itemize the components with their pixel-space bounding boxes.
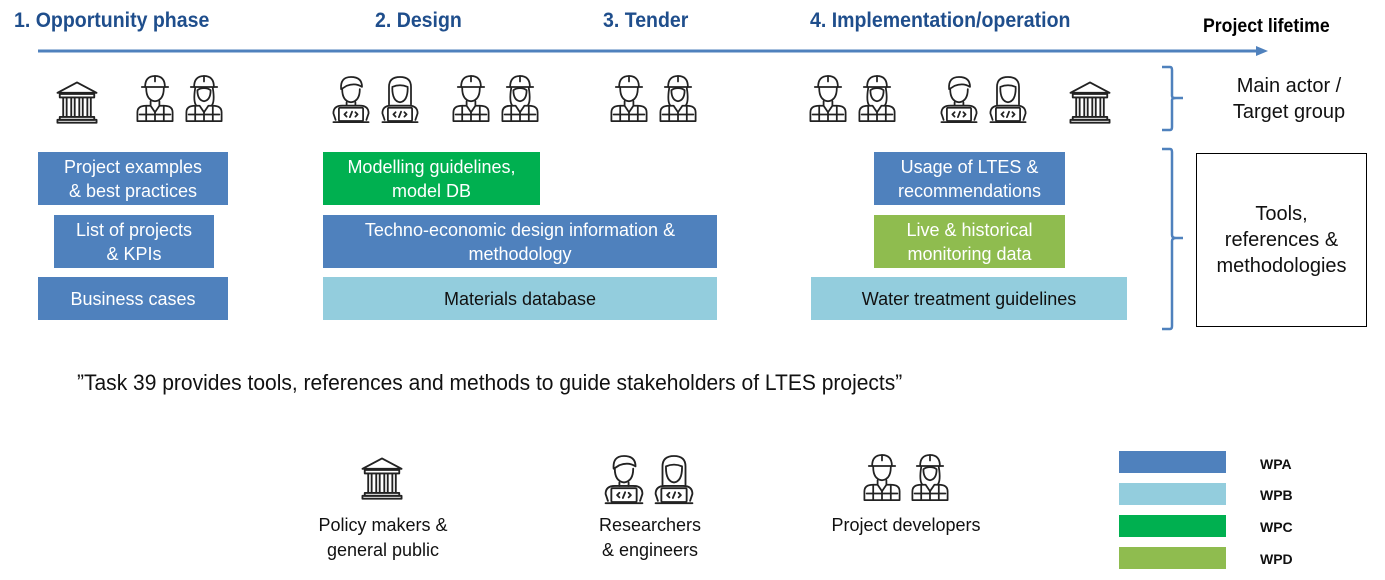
researcher-male-laptop-icon — [329, 72, 373, 126]
main-actor-label: Main actor / Target group — [1208, 73, 1370, 125]
tool-box-project-examples: Project examples& best practices — [38, 152, 228, 205]
construction-worker-male-icon — [449, 72, 493, 124]
construction-worker-female-icon — [855, 72, 899, 124]
tool-box-list-of-projects: List of projects& KPIs — [54, 215, 214, 268]
tool-box-usage-of-ltes: Usage of LTES &recommendations — [874, 152, 1065, 205]
legend-swatch-wpd — [1119, 547, 1226, 569]
legend-swatch-wpb — [1119, 483, 1226, 505]
project-lifetime-label: Project lifetime — [1203, 16, 1330, 37]
construction-worker-female-icon — [908, 451, 952, 503]
tools-label-line: Tools, — [1255, 203, 1308, 225]
phase-tender: 3. Tender — [603, 9, 689, 32]
main-actor-label-line: Main actor / — [1236, 75, 1342, 97]
tools-references-label-box: Tools, references & methodologies — [1196, 153, 1367, 327]
actor-brace — [1162, 65, 1183, 132]
tools-label-line: methodologies — [1216, 255, 1347, 277]
legend-label-wpb: WPB — [1260, 487, 1293, 503]
legend-label-wpc: WPC — [1260, 519, 1293, 535]
government-building-icon — [1067, 79, 1113, 125]
phase-design: 2. Design — [375, 9, 462, 32]
researcher-male-laptop-icon — [937, 72, 981, 126]
legend-project-developers: Project developers — [831, 515, 981, 535]
construction-worker-female-icon — [656, 72, 700, 124]
researcher-female-laptop-icon — [378, 72, 422, 126]
legend-policy-makers: Policy makers &general public — [318, 515, 448, 560]
government-building-icon — [54, 79, 100, 125]
researcher-male-laptop-icon — [601, 451, 647, 507]
researcher-female-laptop-icon — [986, 72, 1030, 126]
legend-swatch-wpc — [1119, 515, 1226, 537]
tools-brace — [1162, 147, 1183, 331]
tool-box-techno-economic: Techno-economic design information &meth… — [323, 215, 717, 268]
construction-worker-female-icon — [182, 72, 226, 124]
tool-box-materials-database: Materials database — [323, 277, 717, 320]
government-building-icon — [358, 455, 406, 501]
legend-label-wpd: WPD — [1260, 551, 1293, 567]
construction-worker-male-icon — [860, 451, 904, 503]
timeline-arrowhead — [1256, 46, 1268, 56]
construction-worker-male-icon — [806, 72, 850, 124]
tool-box-modelling-guidelines: Modelling guidelines,model DB — [323, 152, 540, 205]
legend-researchers: Researchers& engineers — [598, 515, 702, 560]
construction-worker-female-icon — [498, 72, 542, 124]
phase-opportunity: 1. Opportunity phase — [14, 9, 210, 32]
phase-implementation: 4. Implementation/operation — [810, 9, 1071, 32]
legend-label-wpa: WPA — [1260, 456, 1292, 472]
tools-label-line: references & — [1224, 229, 1339, 251]
legend-swatch-wpa — [1119, 451, 1226, 473]
tool-box-business-cases: Business cases — [38, 277, 228, 320]
tool-box-water-treatment: Water treatment guidelines — [811, 277, 1127, 320]
main-actor-label-line: Target group — [1232, 101, 1346, 123]
task-quote: ”Task 39 provides tools, references and … — [77, 370, 903, 395]
construction-worker-male-icon — [133, 72, 177, 124]
researcher-female-laptop-icon — [651, 451, 697, 507]
construction-worker-male-icon — [607, 72, 651, 124]
